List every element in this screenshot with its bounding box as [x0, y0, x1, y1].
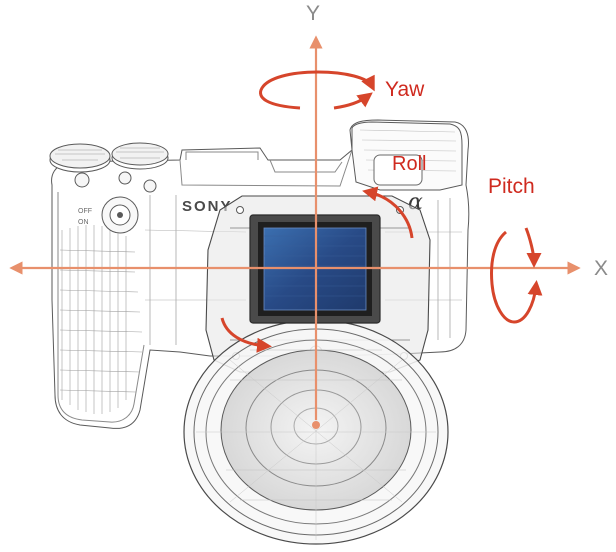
- control-dial: [111, 142, 169, 170]
- brand-logo-text: SONY: [182, 198, 233, 215]
- axis-origin-dot: [312, 421, 320, 429]
- rotation-arrows: [220, 70, 543, 353]
- svg-text:OFF: OFF: [78, 208, 92, 215]
- yaw-rotation-arrow: [259, 70, 375, 110]
- x-axis-label: X: [594, 257, 608, 280]
- y-axis-label: Y: [306, 2, 320, 25]
- camera-body-outline: [51, 119, 470, 429]
- yaw-label: Yaw: [385, 78, 425, 101]
- axis-lines: [9, 35, 581, 420]
- pitch-label: Pitch: [488, 175, 535, 198]
- pitch-rotation-arrow: [524, 227, 542, 268]
- rear-control-wheel: [101, 196, 139, 234]
- svg-text:ON: ON: [78, 219, 89, 226]
- grip-texture: [59, 225, 143, 414]
- lens-barrel: [183, 319, 449, 545]
- roll-rotation-arrow-top: [362, 186, 414, 239]
- camera-illustration: OFF ON SONY α: [49, 119, 470, 545]
- mode-dial: [49, 143, 111, 173]
- roll-label: Roll: [392, 153, 426, 175]
- roll-rotation-arrow-bottom: [220, 317, 272, 353]
